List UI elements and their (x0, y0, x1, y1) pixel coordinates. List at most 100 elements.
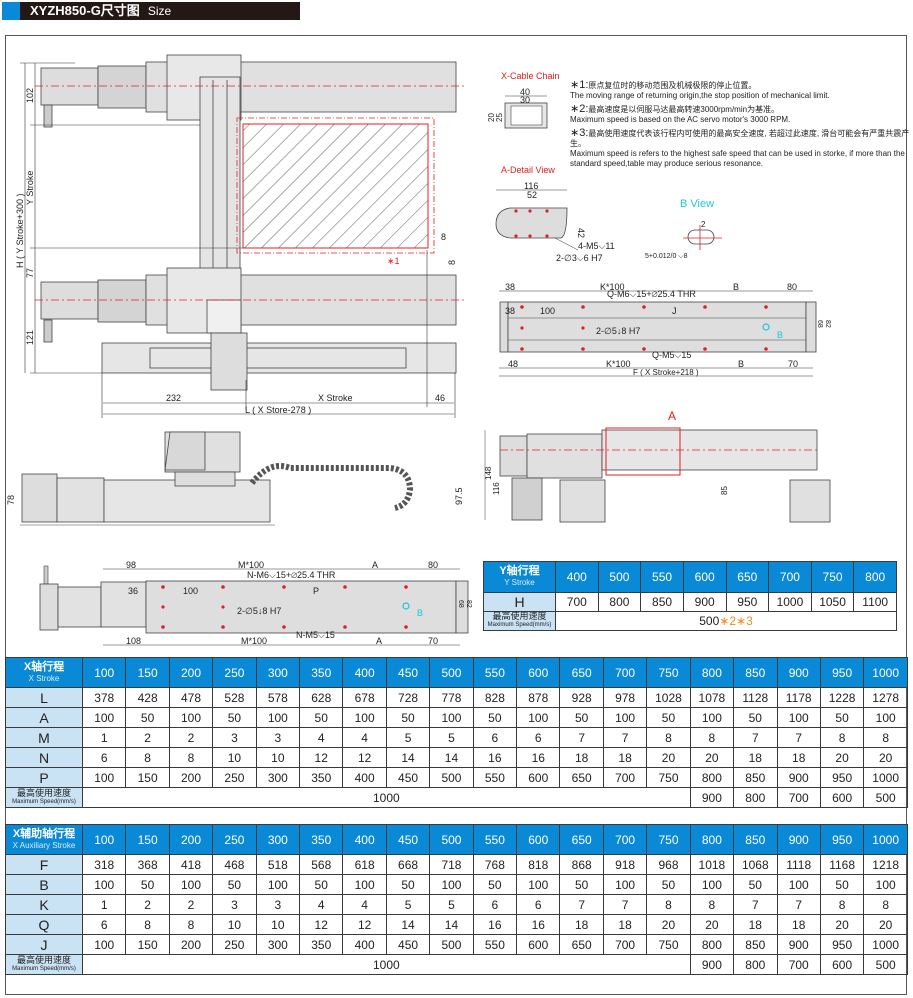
table-cell: 100 (81, 874, 127, 895)
stroke-header-cell: 450 (385, 657, 431, 688)
row-label: Q (5, 914, 83, 935)
aux-dim-100: 100 (540, 306, 555, 316)
table-cell: 2 (168, 894, 214, 915)
stroke-header-cell: 650 (559, 657, 604, 688)
end-dim-85: 85 (720, 486, 729, 495)
dim-h: H ( Y Stroke+300 ) (15, 194, 25, 268)
note-en: Maximum speed is refers to the highest s… (570, 149, 905, 168)
row-label: N (5, 747, 83, 768)
stroke-header-cell: 750 (646, 657, 691, 688)
table-cell: 50 (559, 874, 604, 895)
cable-chain-base (101, 342, 457, 374)
stroke-header-cell: 500 (429, 824, 474, 855)
max-speed-common: 1000 (82, 954, 691, 975)
table-cell: 918 (602, 854, 648, 875)
stroke-header-cell: 1000 (863, 657, 908, 688)
dim-77: 77 (25, 268, 35, 278)
note-mark: ∗2: (570, 103, 589, 115)
table-cell: 8 (689, 727, 735, 748)
table-cell: 600 (516, 767, 561, 788)
table-cell: 468 (212, 854, 257, 875)
table-cell: 50 (299, 874, 344, 895)
aux-dim-f: F ( X Stroke+218 ) (633, 368, 699, 377)
top-view-dimensions (20, 62, 456, 418)
table-cell: 16 (516, 914, 561, 935)
table-cell: 12 (342, 914, 387, 935)
table-cell: 100 (429, 707, 474, 728)
stroke-header-cell: 500 (429, 657, 474, 688)
table-cell: 14 (385, 747, 431, 768)
note1-marker: ∗1 (387, 256, 400, 266)
table-cell: 18 (602, 747, 648, 768)
row-label: P (5, 767, 83, 788)
a-detail-pin-holes: 2-∅3⌵6 H7 (556, 253, 603, 263)
b-view-dim-2: 2 (701, 220, 706, 229)
table-cell: 500 (429, 934, 474, 955)
table-cell: 2 (125, 894, 170, 915)
x-dim-68: 68 (457, 600, 464, 608)
table-cell: 20 (689, 914, 735, 935)
row-label: J (5, 934, 83, 955)
aux-b-marker: B (777, 330, 783, 340)
stroke-header-cell: 600 (682, 561, 727, 593)
motion-range (35, 85, 465, 301)
row-label: K (5, 894, 83, 915)
table-cell: 900 (682, 592, 727, 612)
dim-102: 102 (25, 88, 35, 103)
table-cell: 6 (516, 894, 561, 915)
drawing-frame (5, 35, 907, 995)
table-cell: 12 (342, 747, 387, 768)
aux-dim-38-inner: 38 (505, 306, 515, 316)
a-detail-marker: A (668, 409, 676, 423)
table-cell: 100 (342, 707, 387, 728)
stroke-header-cell: 700 (602, 657, 648, 688)
table-cell: 16 (472, 914, 518, 935)
table-cell: 518 (255, 854, 301, 875)
row-label: F (5, 854, 83, 875)
stroke-header-cell: 550 (472, 824, 518, 855)
table-cell: 14 (429, 747, 474, 768)
table-cell: 600 (516, 934, 561, 955)
table-cell: 18 (602, 914, 648, 935)
table-cell: 18 (559, 747, 604, 768)
stroke-header-cell: 600 (516, 657, 561, 688)
stroke-header-cell: 150 (125, 824, 170, 855)
table-cell: 50 (733, 874, 778, 895)
table-cell: 4 (342, 894, 387, 915)
aux-dim-68: 68 (816, 320, 823, 328)
table-cell: 400 (342, 934, 387, 955)
table-cell: 8 (863, 727, 908, 748)
table-cell: 2 (168, 727, 214, 748)
table-cell: 14 (429, 914, 474, 935)
max-speed-cell: 600 (819, 954, 865, 975)
x-holes-m6: N-M6⌵15+∅25.4 THR (247, 570, 336, 580)
table-cell: 428 (125, 687, 170, 708)
table-cell: 8 (646, 894, 691, 915)
table-cell: 1228 (819, 687, 865, 708)
aux-holes-m5: Q-M5⌵15 (652, 350, 691, 360)
dim-42: 42 (576, 228, 586, 238)
table-cell: 5 (429, 727, 474, 748)
stroke-header-cell: 400 (342, 657, 387, 688)
table-cell: 900 (776, 767, 821, 788)
table-cell: 8 (819, 727, 865, 748)
stroke-header-cell: 900 (776, 657, 821, 688)
stroke-header-cell: 500 (597, 561, 642, 593)
stroke-header-cell: 200 (168, 824, 214, 855)
table-cell: 868 (559, 854, 604, 875)
max-speed-cell: 500 (863, 954, 908, 975)
note-2: ∗2:最高速度是以伺服马达最高转速3000rpm/min为基准。Maximum … (570, 104, 913, 125)
table-cell: 18 (776, 914, 821, 935)
table-cell: 100 (602, 707, 648, 728)
dim-46: 46 (435, 393, 445, 403)
table-cell: 7 (733, 894, 778, 915)
note-en: The moving range of returning origin,the… (570, 91, 830, 100)
table-cell: 10 (255, 914, 301, 935)
